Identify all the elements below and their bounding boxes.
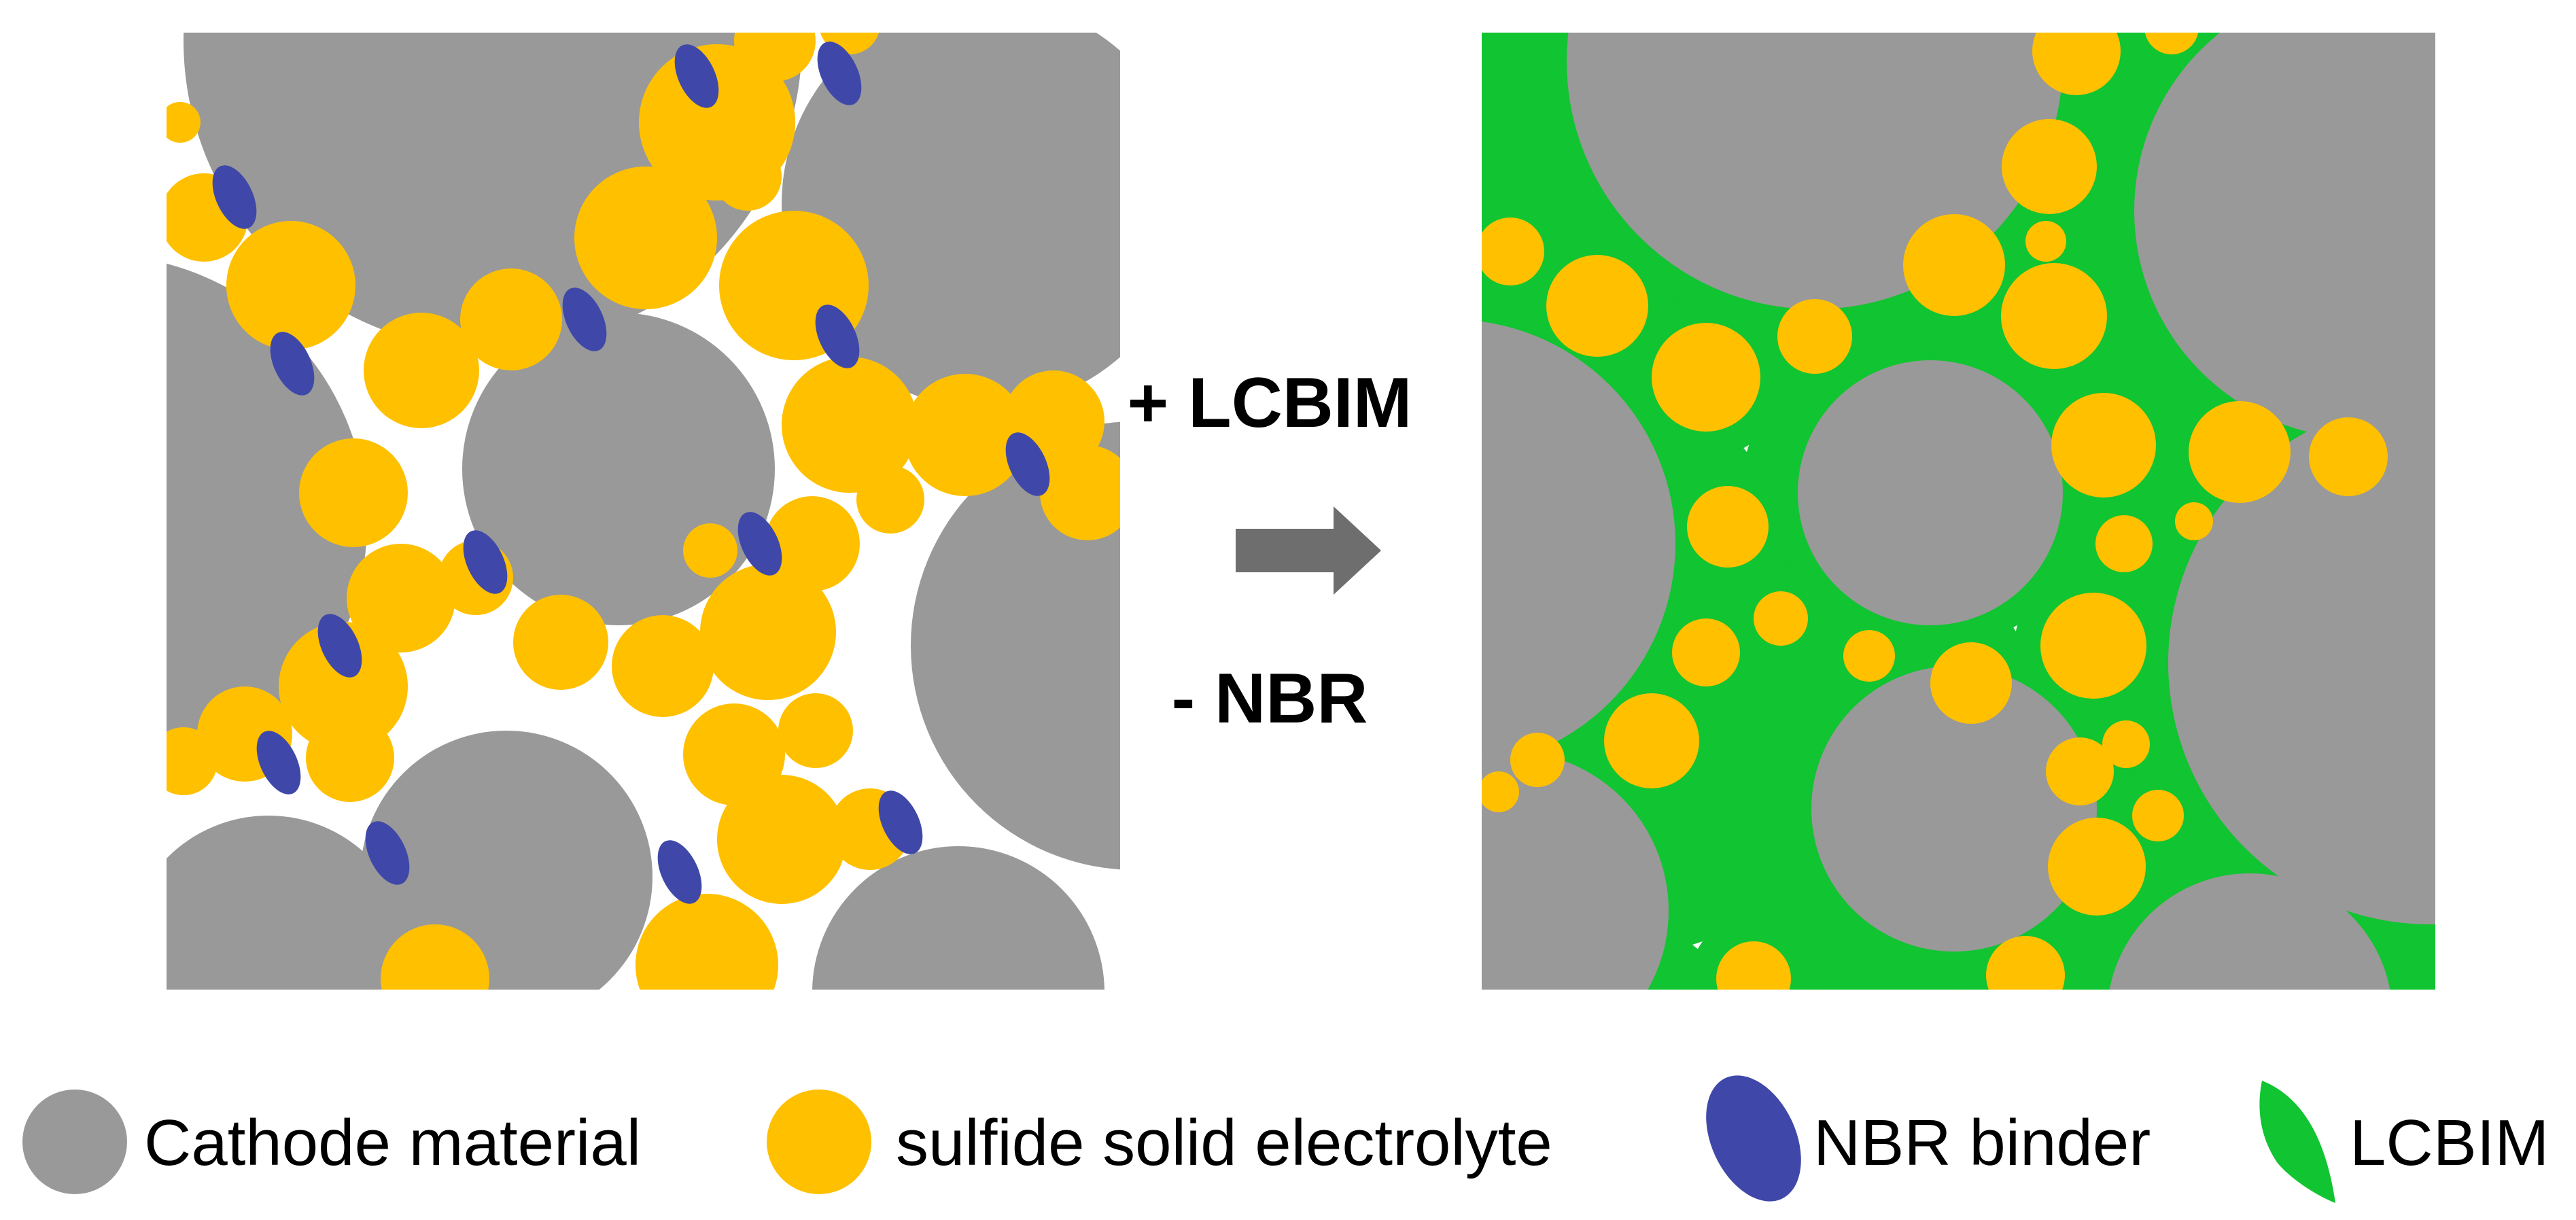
legend-label-electrolyte: sulfide solid electrolyte (896, 1106, 1552, 1179)
legend-item-electrolyte: sulfide solid electrolyte (767, 1090, 1552, 1194)
legend-item-nbr: NBR binder (1706, 1075, 2151, 1202)
legend-label-lcbim: LCBIM (2350, 1106, 2549, 1179)
process-annotation: + LCBIM - NBR (1128, 364, 1412, 738)
green-leaf-icon (2259, 1081, 2335, 1203)
yellow-circle-icon (767, 1090, 871, 1194)
legend-item-cathode: Cathode material (22, 1090, 641, 1194)
electrolyte-particles (167, 33, 1120, 990)
remove-nbr-label: - NBR (1172, 659, 1368, 738)
legend-label-nbr: NBR binder (1813, 1106, 2151, 1179)
blue-ellipse-icon (1706, 1075, 1801, 1202)
nbr-binder-particles (212, 41, 1050, 904)
legend: Cathode material sulfide solid electroly… (22, 1075, 2549, 1203)
arrow-right-icon (1236, 506, 1381, 595)
legend-item-lcbim: LCBIM (2259, 1081, 2549, 1203)
gray-circle-icon (22, 1090, 127, 1194)
legend-label-cathode: Cathode material (144, 1106, 641, 1179)
add-lcbim-label: + LCBIM (1128, 364, 1412, 442)
electrolyte-particles (1482, 33, 2388, 990)
before-panel (167, 33, 1120, 990)
after-panel (1482, 33, 2435, 990)
